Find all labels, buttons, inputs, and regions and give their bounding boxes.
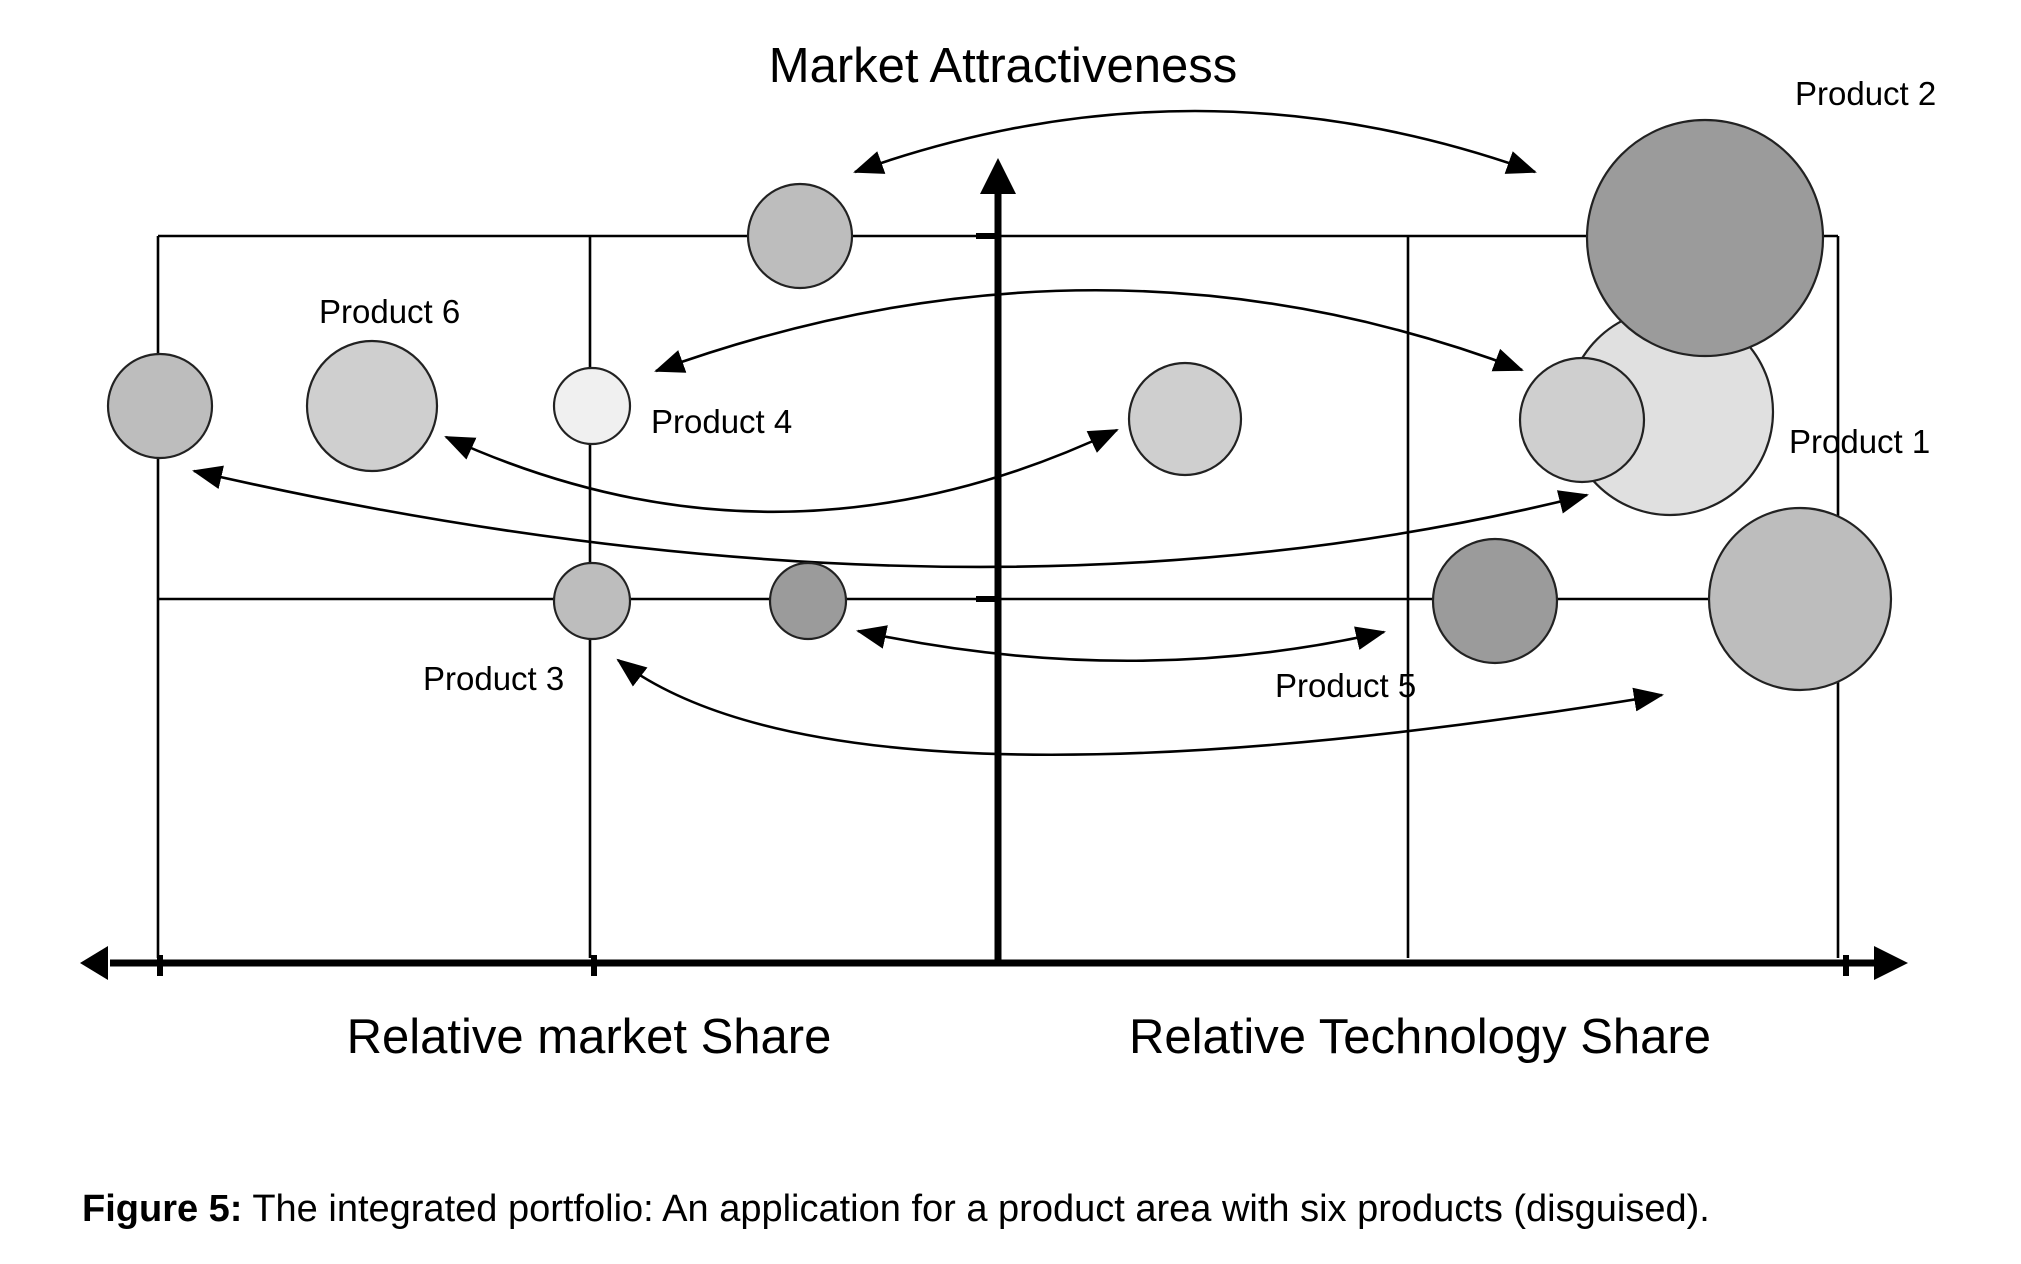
figure-caption-text: The integrated portfolio: An application…	[242, 1188, 1710, 1230]
arrow-product3-right	[616, 658, 1664, 757]
y-axis-title: Market Attractiveness	[769, 39, 1237, 93]
bubble-top-center	[746, 182, 854, 290]
bubble-product1-small	[1518, 356, 1646, 484]
arrow-top-pair	[853, 109, 1537, 174]
product-label-4: Product 4	[651, 403, 792, 440]
bubble-center-right	[1127, 361, 1243, 477]
bubble-right-large	[1707, 506, 1893, 692]
bubble-product2	[1585, 118, 1825, 358]
labels: Market Attractiveness Relative market Sh…	[319, 39, 1936, 1064]
bubble-left-edge	[106, 352, 214, 460]
x-axis-right-title: Relative Technology Share	[1129, 1010, 1711, 1064]
x-axis-left-title: Relative market Share	[347, 1010, 832, 1064]
arrow-product6-right	[444, 428, 1119, 514]
x-axis-left-arrowhead	[80, 946, 108, 980]
bubble-product4	[552, 366, 632, 446]
bubble-product5	[1431, 537, 1559, 665]
product-label-2: Product 2	[1795, 75, 1936, 112]
bubble-product3	[552, 561, 632, 641]
x-axis-right-arrowhead	[1874, 946, 1908, 980]
movement-arrows	[192, 109, 1664, 757]
product-label-5: Product 5	[1275, 667, 1416, 704]
product-label-6: Product 6	[319, 293, 460, 330]
bubbles	[106, 118, 1893, 692]
arrow-product4-product1	[654, 289, 1524, 373]
product-label-3: Product 3	[423, 660, 564, 697]
y-axis-arrowhead	[980, 158, 1016, 194]
figure-caption-label: Figure 5:	[82, 1188, 243, 1230]
bubble-product6	[305, 339, 439, 473]
axes	[80, 158, 1908, 980]
arrow-left-product1	[192, 465, 1589, 569]
bubble-mid-dark	[768, 561, 848, 641]
arrow-center-product5	[856, 625, 1386, 663]
figure-caption: Figure 5: The integrated portfolio: An a…	[82, 1188, 1710, 1231]
product-label-1: Product 1	[1789, 423, 1930, 460]
